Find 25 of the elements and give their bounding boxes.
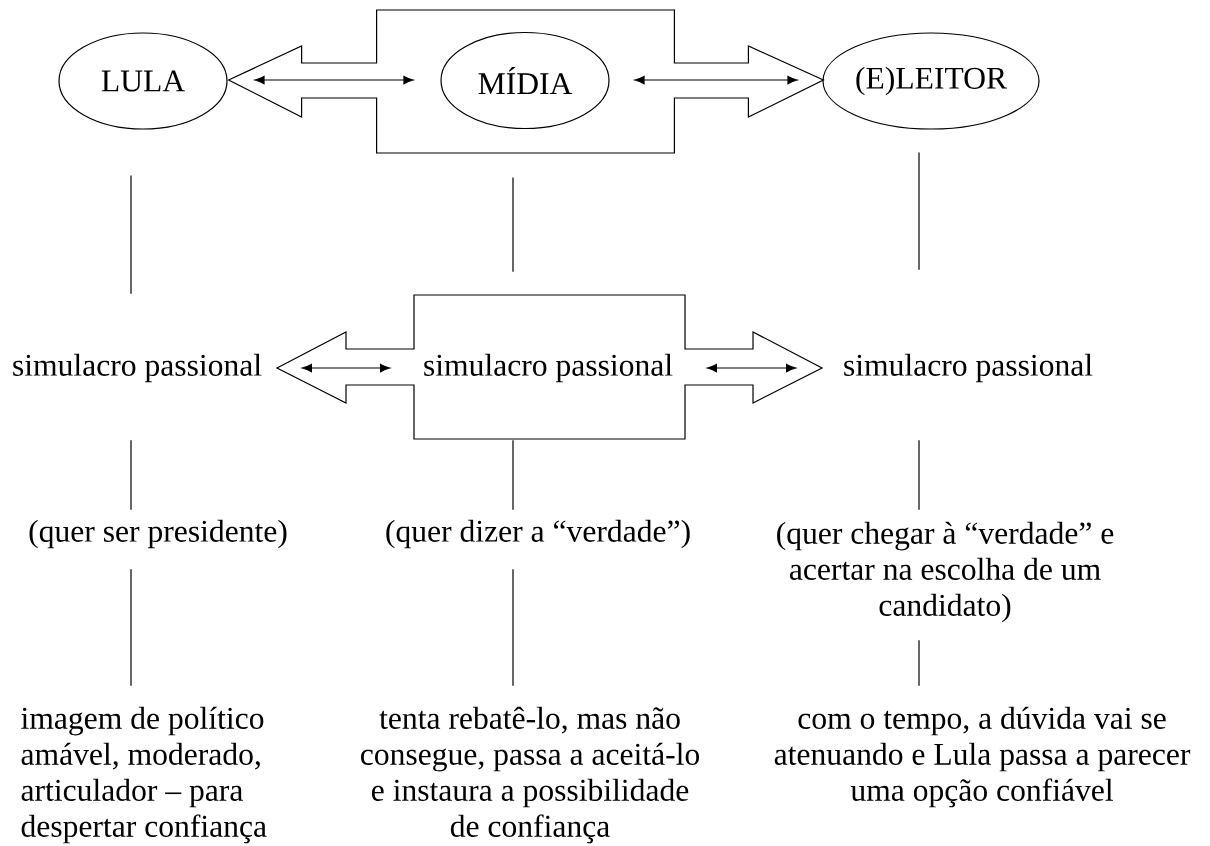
text-label: com o tempo, a dúvida vai se atenuando e Lula passa a parecer uma opção confiável — [774, 706, 1191, 808]
text-label: (quer chegar à “verdade” e acertar na escolha de um candidato) — [777, 521, 1114, 623]
connector-line — [130, 439, 132, 511]
text-label: simulacro passional — [424, 353, 673, 383]
connector-line — [512, 177, 514, 273]
text-label: simulacro passional — [13, 353, 262, 383]
connector-line — [918, 152, 920, 271]
connector-line — [512, 568, 514, 687]
text-label: tenta rebatê-lo, mas não consegue, passa a aceitá-lo e instaura a possibilidade de confiança — [361, 706, 700, 844]
connector-line — [130, 568, 132, 687]
double-arrow — [254, 75, 414, 85]
connector-line — [130, 175, 132, 295]
double-arrow — [634, 75, 798, 85]
connector-line — [918, 439, 920, 511]
double-arrow — [706, 363, 797, 373]
double-arrow — [301, 363, 391, 373]
oval-node: LULA — [58, 32, 228, 130]
text-label: (quer ser presidente) — [29, 519, 287, 549]
oval-node: MÍDIA — [440, 31, 610, 130]
text-label: imagem de político amável, moderado, articulador – para despertar confiança — [21, 706, 267, 844]
connector-line — [918, 639, 920, 687]
text-label: (quer dizer a “verdade”) — [386, 519, 690, 549]
text-label: simulacro passional — [844, 353, 1093, 383]
oval-node: (E)LEITOR — [822, 32, 1040, 130]
connector-line — [512, 439, 514, 511]
